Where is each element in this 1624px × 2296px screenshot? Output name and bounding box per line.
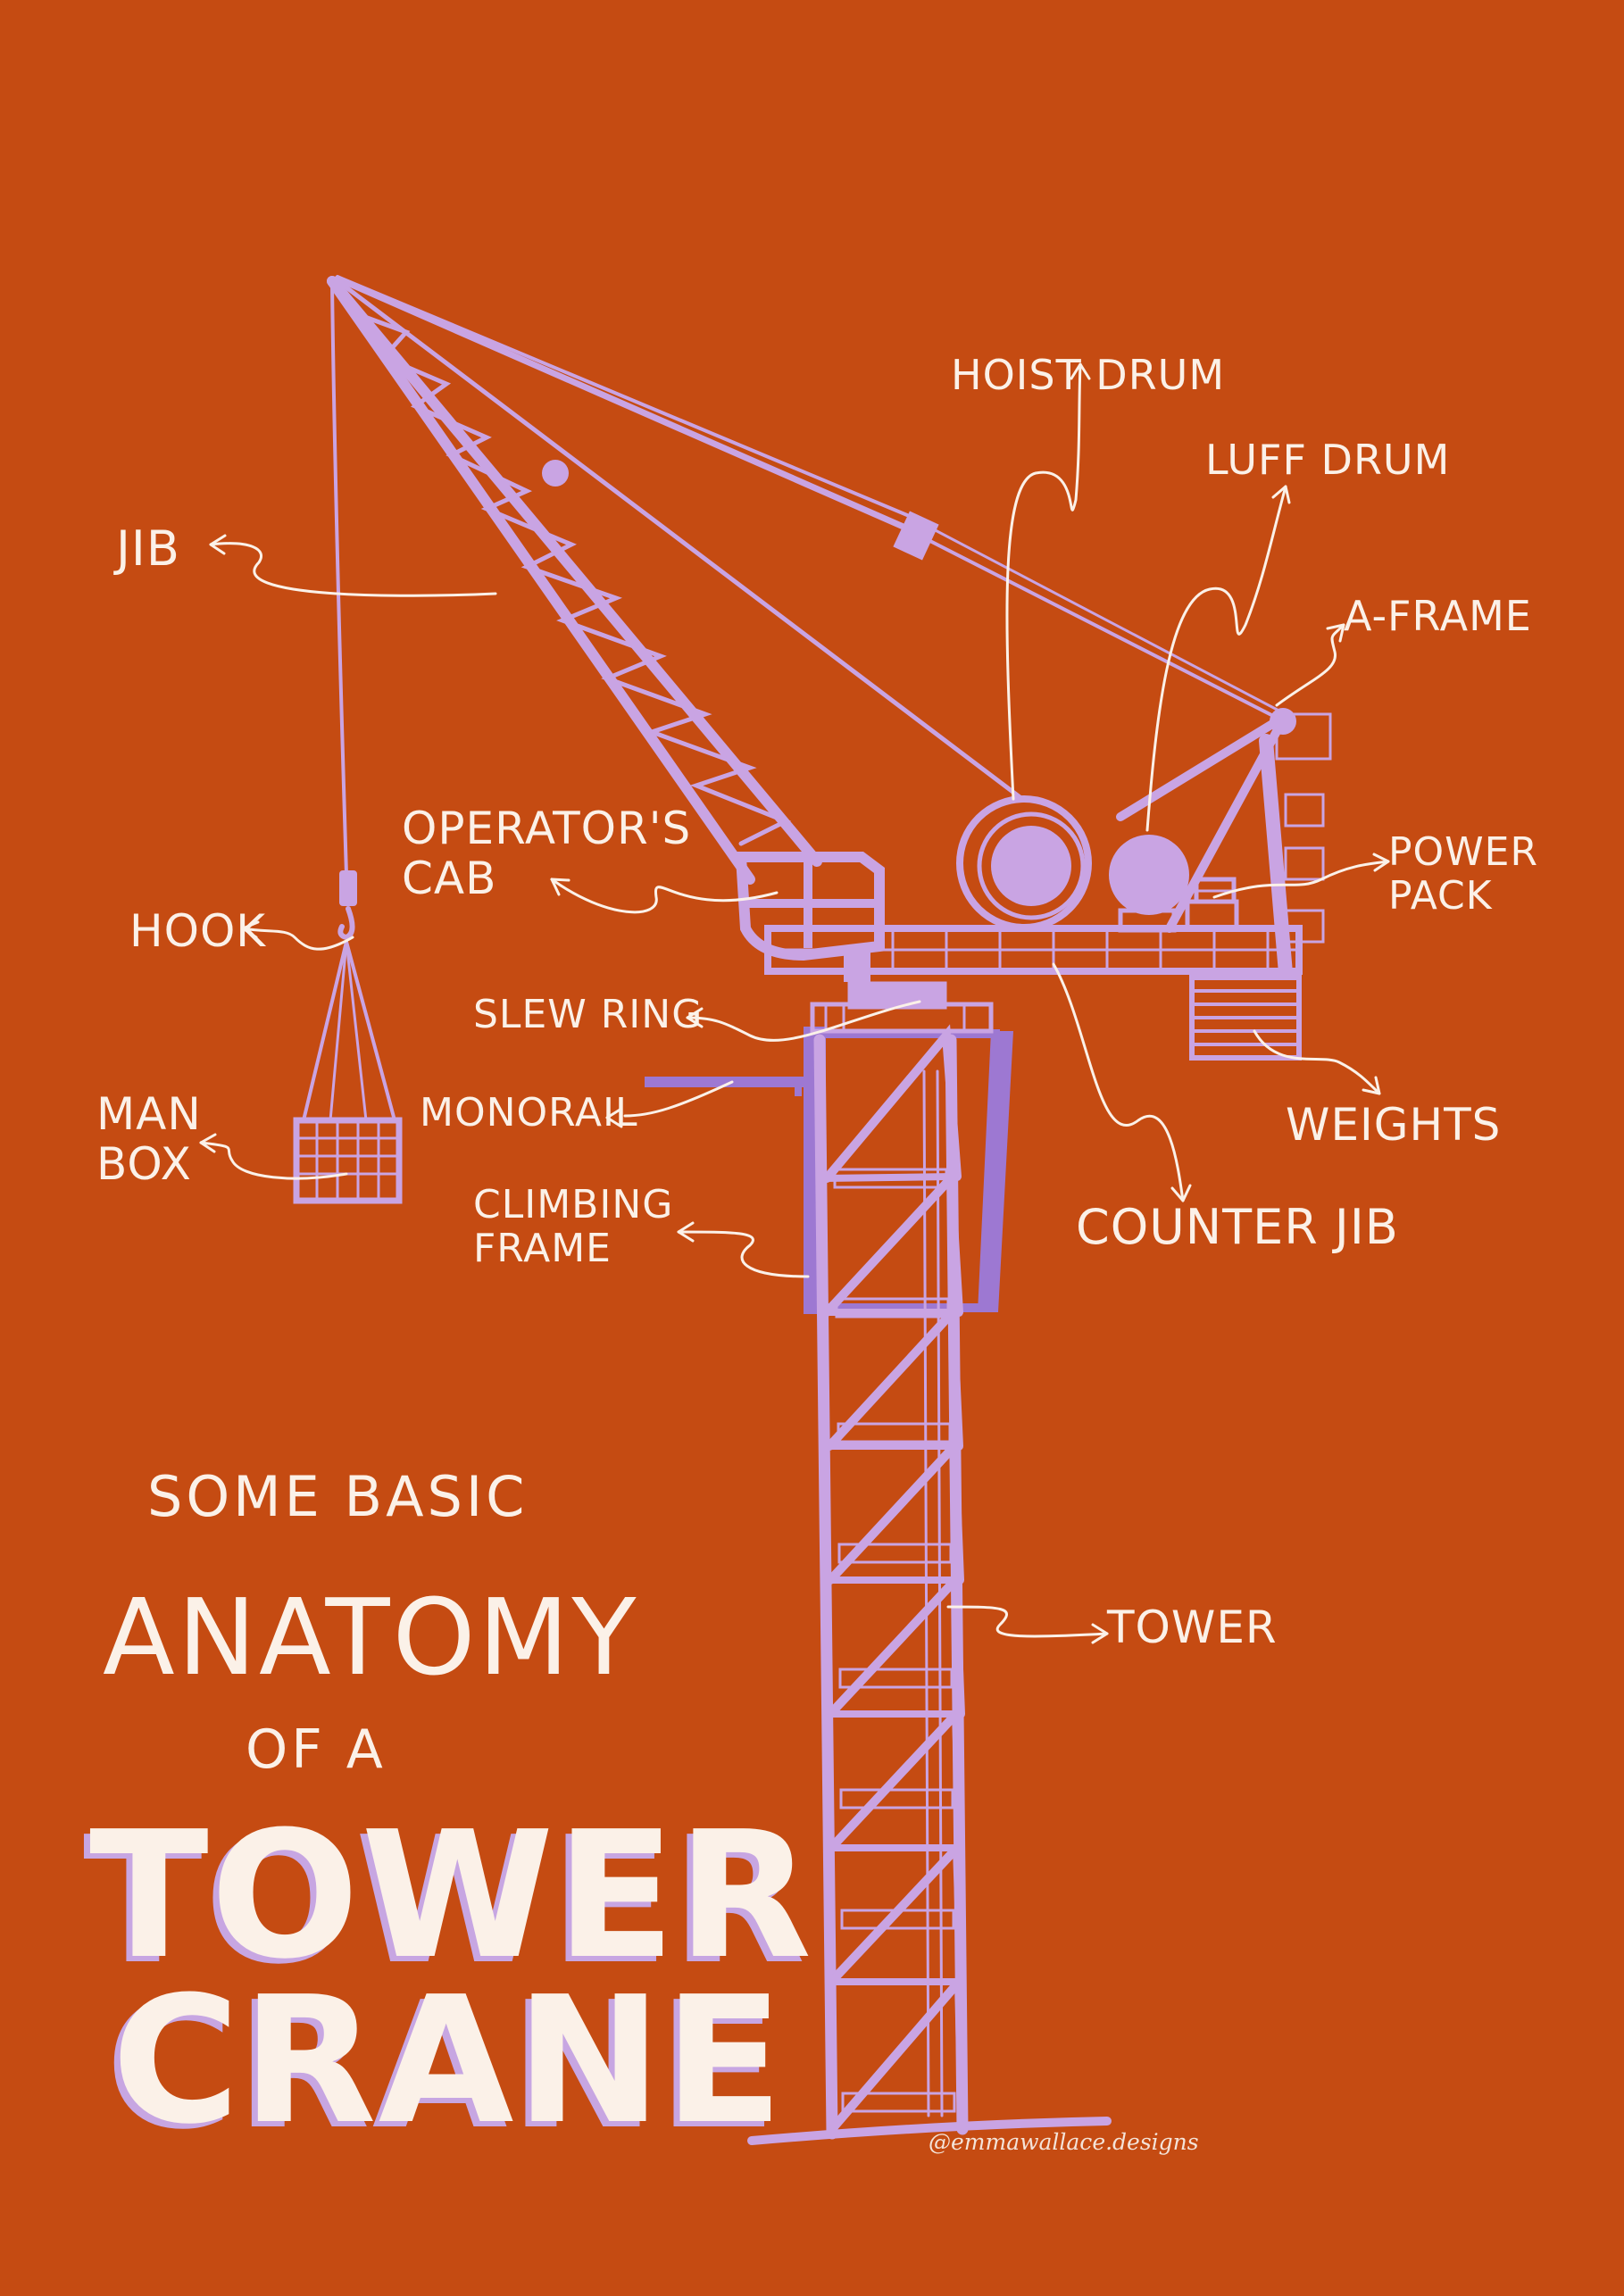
jib	[327, 275, 1287, 885]
artist-credit: @emmawallace.designs	[929, 2129, 1199, 2155]
label-operators-cab: OPERATOR'S CAB	[402, 803, 692, 904]
label-jib: JIB	[116, 520, 180, 577]
title-some-basic: SOME BASIC	[147, 1464, 529, 1529]
label-weights: WEIGHTS	[1286, 1099, 1502, 1151]
hook-and-man-box	[293, 282, 403, 1204]
power-pack	[1185, 877, 1239, 931]
weights	[1189, 975, 1302, 1061]
label-counter-jib: COUNTER JIB	[1076, 1199, 1399, 1255]
tower	[747, 1024, 1112, 2145]
label-a-frame: A-FRAME	[1344, 592, 1532, 640]
leader-lines	[199, 362, 1390, 1644]
luff-drum	[1109, 835, 1189, 933]
hoist-drum	[956, 795, 1092, 931]
label-tower: TOWER	[1107, 1601, 1278, 1653]
operators-cab	[735, 852, 885, 982]
label-power-pack: POWER PACK	[1388, 829, 1539, 919]
monorail	[645, 1077, 804, 1096]
slew-ring	[810, 981, 994, 1034]
label-slew-ring: SLEW RING	[473, 992, 704, 1037]
label-hoist-drum: HOIST DRUM	[951, 351, 1226, 399]
label-luff-drum: LUFF DRUM	[1205, 436, 1451, 484]
label-man-box: MAN BOX	[96, 1088, 202, 1190]
title-of-a: OF A	[246, 1718, 387, 1781]
title-anatomy: ANATOMY	[103, 1576, 639, 1699]
label-hook: HOOK	[129, 905, 267, 957]
label-climbing-frame: CLIMBING FRAME	[473, 1182, 674, 1272]
label-monorail: MONORAIL	[420, 1090, 638, 1136]
title-tower: TOWER	[89, 1794, 814, 1998]
title-crane: CRANE	[112, 1959, 786, 2163]
